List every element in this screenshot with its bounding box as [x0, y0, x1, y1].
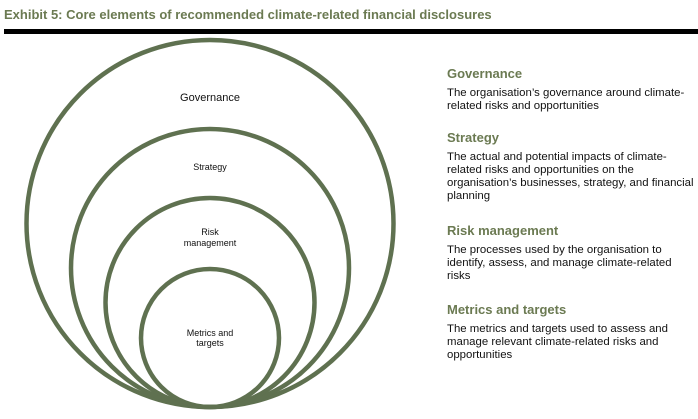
- section-heading: Strategy: [447, 130, 500, 145]
- section-strategy: Strategy The actual and potential impact…: [447, 130, 697, 203]
- ring-label-strategy: Strategy: [193, 162, 227, 172]
- section-heading: Risk management: [447, 223, 559, 238]
- ring-label-risk-management: Risk management: [183, 227, 237, 248]
- section-heading: Governance: [447, 66, 523, 81]
- ring-label-governance: Governance: [180, 92, 240, 104]
- metrics-targets-ring: [138, 266, 282, 410]
- ring-label-metrics-targets: Metrics and targets: [186, 328, 234, 348]
- title-rule: [4, 29, 698, 34]
- nested-circles-diagram: [24, 37, 396, 410]
- section-body: The organisation’s governance around cli…: [447, 87, 685, 112]
- section-body: The metrics and targets used to assess a…: [447, 323, 668, 361]
- section-body: The processes used by the organisation t…: [447, 244, 672, 282]
- section-body: The actual and potential impacts of clim…: [447, 151, 694, 202]
- section-governance: Governance The organisation’s governance…: [447, 66, 697, 113]
- section-heading: Metrics and targets: [447, 302, 567, 317]
- section-metrics-targets: Metrics and targets The metrics and targ…: [447, 302, 697, 362]
- section-risk-management: Risk management The processes used by th…: [447, 223, 697, 283]
- exhibit-title: Exhibit 5: Core elements of recommended …: [4, 7, 492, 22]
